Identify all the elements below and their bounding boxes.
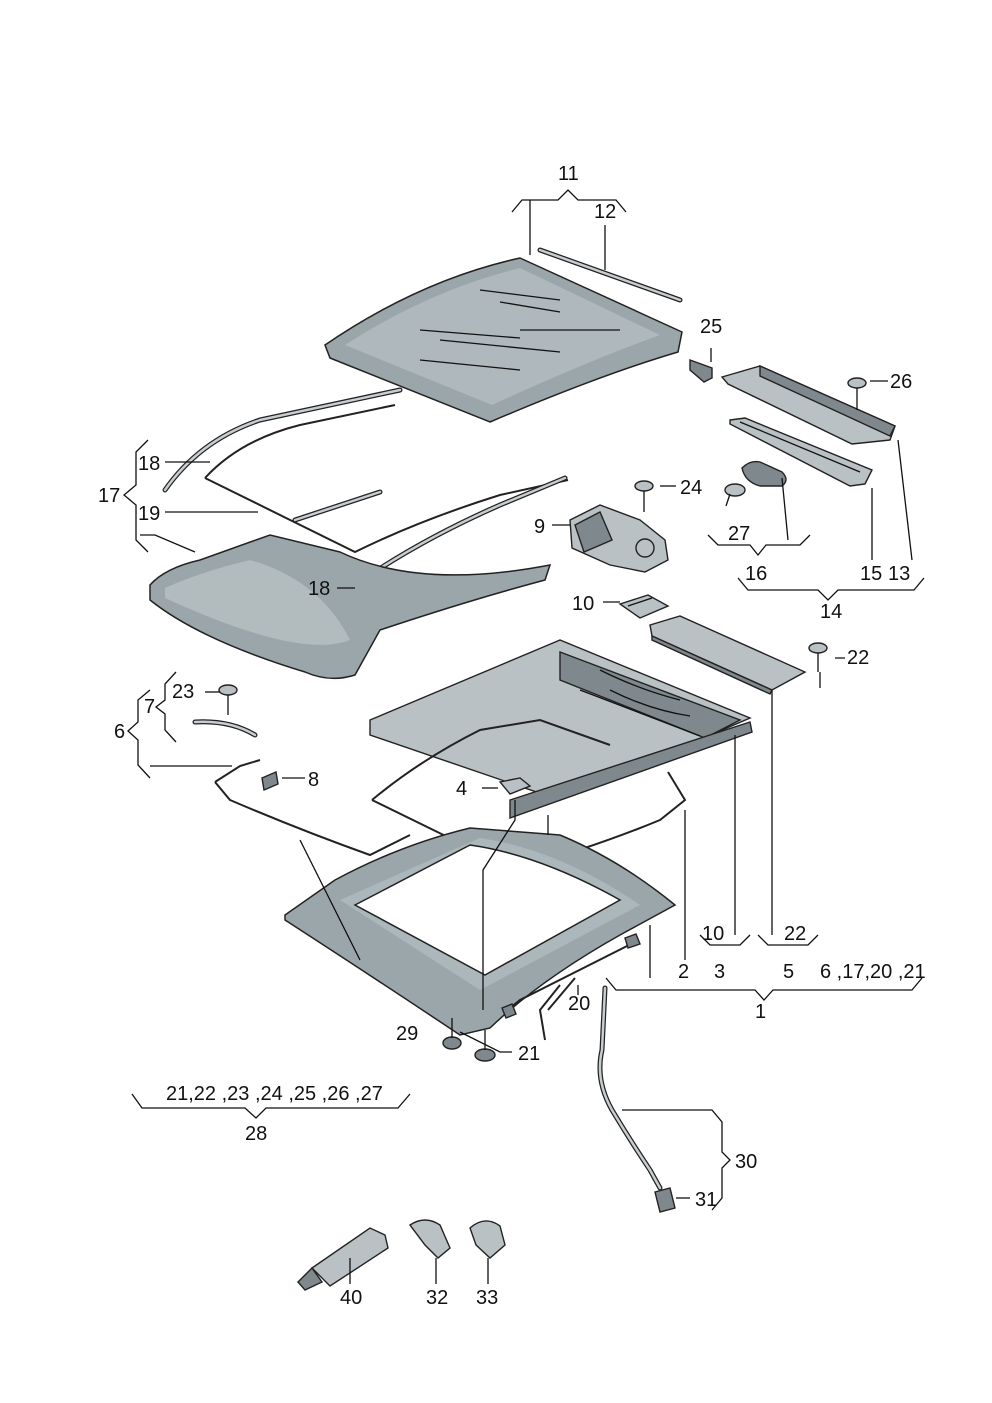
label-3: 3	[714, 961, 725, 983]
label-11: 11	[558, 163, 579, 185]
clip-8	[261, 771, 279, 791]
label-2: 2	[678, 961, 689, 983]
screw-25	[689, 359, 713, 383]
cable-harness	[501, 933, 641, 1041]
label-28-group: 21,22 ,23 ,24 ,25 ,26 ,27	[166, 1083, 383, 1105]
label-29: 29	[396, 1023, 418, 1045]
drain-hose-30	[597, 985, 663, 1191]
label-25: 25	[700, 316, 722, 338]
drive-motor	[569, 504, 669, 573]
drain-hose-7	[192, 719, 258, 738]
grease-tube	[297, 1227, 389, 1291]
cover-cap	[741, 460, 787, 487]
label-19: 19	[138, 503, 160, 525]
label-24: 24	[680, 477, 702, 499]
label-32: 32	[426, 1287, 448, 1309]
wind-deflector-bar	[720, 364, 896, 487]
screw-26	[847, 377, 867, 410]
label-7: 7	[144, 696, 155, 718]
small-clip-4	[498, 777, 532, 795]
headliner-frame-17	[149, 534, 552, 680]
label-30: 30	[735, 1151, 757, 1173]
label-10-bracket: 10	[572, 593, 594, 615]
screw-27	[724, 483, 746, 507]
clip-32	[408, 1219, 451, 1272]
hose-valve-31	[654, 1187, 676, 1213]
label-5: 5	[783, 961, 794, 983]
label-18-upper: 18	[138, 453, 160, 475]
bolt-29	[442, 1018, 462, 1050]
label-1: 1	[755, 1001, 766, 1023]
label-4: 4	[456, 778, 467, 800]
label-13: 13	[888, 563, 910, 585]
label-6: 6	[114, 721, 125, 743]
screw-24	[634, 480, 654, 512]
label-1-group: 6 ,17,20 ,21	[820, 961, 926, 983]
mechanism-frame	[369, 639, 753, 819]
screw-23	[218, 684, 238, 715]
glass-roof-panel	[324, 257, 683, 423]
seal-19-frame	[204, 404, 569, 554]
rear-cover-plate	[649, 615, 807, 695]
label-23: 23	[172, 681, 194, 703]
leader-lines	[122, 189, 925, 1284]
label-9: 9	[534, 516, 545, 538]
seal-18-upper	[162, 387, 403, 493]
label-40: 40	[340, 1287, 362, 1309]
label-18-lower: 18	[308, 578, 330, 600]
label-8: 8	[308, 769, 319, 791]
base-frame-1	[284, 827, 677, 1036]
label-16: 16	[745, 563, 767, 585]
motor-bracket	[618, 594, 670, 619]
clip-33	[469, 1220, 506, 1272]
label-22-screw: 22	[847, 647, 869, 669]
label-20: 20	[568, 993, 590, 1015]
part-labels: 11 12 25 26 18 17 19 24 9 27 16 15 13 14…	[98, 163, 926, 1309]
label-28: 28	[245, 1123, 267, 1145]
glass-seal-strip	[537, 247, 683, 303]
frame-seal-6	[214, 759, 411, 857]
label-12: 12	[594, 201, 616, 223]
label-26: 26	[890, 371, 912, 393]
label-10-group: 10	[702, 923, 724, 945]
label-22-group: 22	[784, 923, 806, 945]
label-27: 27	[728, 523, 750, 545]
bolt-21	[474, 1030, 496, 1062]
label-17: 17	[98, 485, 120, 507]
label-14: 14	[820, 601, 842, 623]
screw-22	[808, 642, 828, 672]
label-15: 15	[860, 563, 882, 585]
label-33: 33	[476, 1287, 498, 1309]
label-21: 21	[518, 1043, 540, 1065]
label-31: 31	[695, 1189, 717, 1211]
